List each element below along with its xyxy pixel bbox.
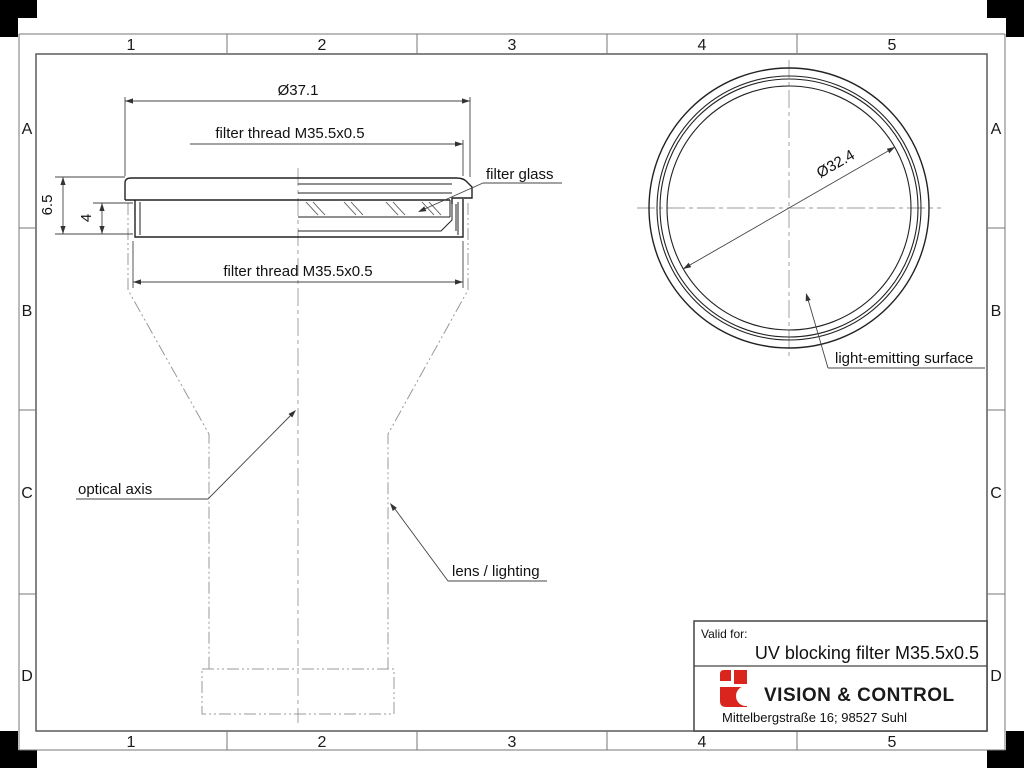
hatch-stroke [421,201,435,216]
glass-hatch [305,201,442,216]
grid-col-label: 1 [127,734,136,751]
grid-labels: 1 2 3 4 5 1 2 3 4 5 A B C D A B C D [21,37,1002,751]
title-block: Valid for: UV blocking filter M35.5x0.5 … [693,620,988,732]
grid-col-label: 5 [888,734,897,751]
valid-for-label: Valid for: [701,627,747,641]
outer-circle [648,67,930,349]
product-name: UV blocking filter M35.5x0.5 [755,643,979,663]
filter-ring-circles [648,67,930,349]
arrow-icon [805,293,811,302]
grid-row-label: B [991,303,1002,320]
trim-mark-bottom-left-icon [0,731,37,768]
vision-control-logo-icon [720,670,756,707]
grid-col-label: 3 [508,37,517,54]
inner-frame [35,53,988,732]
lens-body-bottom [201,668,395,715]
hatch-stroke [343,201,357,216]
retaining-ring-section [298,204,453,232]
arrow-icon [60,177,66,185]
ring-circle [659,78,919,338]
arrowheads [60,98,470,511]
arrow-icon [125,98,133,104]
company-name: VISION & CONTROL [764,685,955,706]
leader-light-emitting [806,295,829,369]
front-view: Ø32.4 light-emitting surface [637,60,985,369]
dim-line-inner-diameter [682,146,896,270]
arrow-icon [99,203,105,211]
grid-col-label: 4 [698,37,707,54]
grid-row-label: D [21,668,33,685]
grid-col-label: 2 [318,734,327,751]
thread-ring-outline [134,199,464,238]
side-view: Ø37.1 filter thread M35.5x0.5 filter thr… [39,82,562,723]
leader-filter-glass [419,182,484,212]
arrow-icon [683,262,692,269]
hatch-stroke [312,201,326,216]
arrow-icon [390,503,397,511]
label-lens-lighting: lens / lighting [452,563,540,580]
lens-outline-left [127,203,210,669]
leader-lines [76,182,562,582]
filter-section-outline [124,177,473,238]
trim-mark-top-left-icon [0,0,37,37]
inner-circle [666,85,912,331]
arrow-icon [455,141,463,147]
hatch-stroke [392,201,406,216]
grid-col-label: 1 [127,37,136,54]
grid-col-label: 3 [508,734,517,751]
hatch-stroke [350,201,364,216]
arrow-icon [288,410,296,418]
dimension-lines [55,97,471,288]
arrow-icon [133,279,141,285]
hatch-stroke [385,201,399,216]
arrow-icon [886,147,895,154]
arrow-icon [455,279,463,285]
filter-rim-outline [124,177,473,204]
company-address: Mittelbergstraße 16; 98527 Suhl [722,710,907,725]
leader-lens-lighting [391,504,449,582]
logo-lens-circle [736,686,756,706]
grid-row-label: A [991,121,1002,138]
grid-col-label: 5 [888,37,897,54]
trim-mark-top-right-icon [987,0,1024,37]
ring-circle [656,75,922,341]
grid-row-label: C [990,485,1002,502]
arrow-icon [99,226,105,234]
dim-text-thread-bottom: filter thread M35.5x0.5 [223,263,372,280]
hatch-stroke [305,201,319,216]
dim-text-total-height: 6.5 [39,195,56,216]
leader-optical-axis [207,411,295,500]
trim-mark-bottom-right-icon [987,731,1024,768]
arrow-icon [462,98,470,104]
grid-border [18,33,1006,751]
hatch-stroke [428,201,442,216]
dim-text-thread-height: 4 [78,214,95,222]
grid-row-label: A [22,121,33,138]
grid-row-label: B [22,303,33,320]
logo-square-tl [720,670,731,681]
arrow-icon [418,206,427,212]
lens-phantom-outline [127,203,469,715]
grid-row-label: D [990,668,1002,685]
dim-text-inner-diameter: Ø32.4 [814,147,858,182]
grid-col-label: 2 [318,37,327,54]
label-optical-axis: optical axis [78,481,152,498]
lens-outline-right [387,203,469,669]
grid-col-label: 4 [698,734,707,751]
logo-square-tr [734,670,747,684]
grid-row-label: C [21,485,33,502]
label-filter-glass: filter glass [486,166,554,183]
dim-text-thread-top: filter thread M35.5x0.5 [215,125,364,142]
label-light-emitting-surface: light-emitting surface [835,350,973,367]
arrow-icon [60,226,66,234]
dim-text-outer-diameter: Ø37.1 [278,82,319,99]
